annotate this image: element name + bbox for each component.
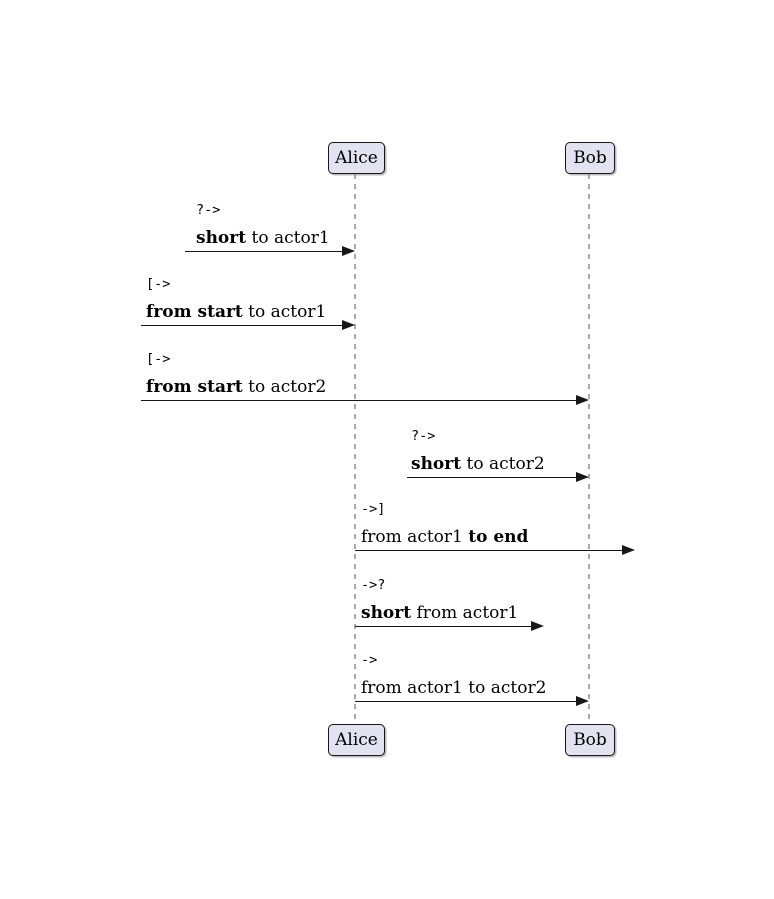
message-5-bold-part: to end <box>468 527 529 547</box>
message-1-arrowhead-icon <box>342 246 355 256</box>
actor-box-actor1-bottom: Alice <box>328 724 385 756</box>
message-3-arrowhead-icon <box>576 395 589 405</box>
message-5-arrowhead-icon <box>622 545 635 555</box>
message-6-bold-part: short <box>361 603 412 623</box>
message-3-bold-part: from start <box>146 377 243 397</box>
message-3-operator-label: [-> <box>146 351 171 367</box>
message-1-text-label: short to actor1 <box>196 228 330 248</box>
message-2-arrow-line <box>141 325 351 326</box>
message-6-operator-label: ->? <box>361 577 386 593</box>
message-7-arrowhead-icon <box>576 696 589 706</box>
message-7-plain-part: from actor1 to actor2 <box>361 678 547 698</box>
message-5-arrow-line <box>355 550 631 551</box>
message-4-text-label: short to actor2 <box>411 454 545 474</box>
actor-box-actor1-top: Alice <box>328 142 385 174</box>
message-5-operator-label: ->] <box>361 501 386 517</box>
actor-box-actor2-bottom: Bob <box>565 724 615 756</box>
message-1-bold-part: short <box>196 228 247 248</box>
message-2-arrowhead-icon <box>342 320 355 330</box>
message-5-plain-part: from actor1 <box>361 527 469 547</box>
actor-box-actor2-top: Bob <box>565 142 615 174</box>
message-4-arrowhead-icon <box>576 472 589 482</box>
message-7-text-label: from actor1 to actor2 <box>361 678 546 698</box>
message-7-operator-label: -> <box>361 652 378 668</box>
message-2-plain-part: to actor1 <box>242 302 327 322</box>
message-4-arrow-line <box>407 477 585 478</box>
message-2-operator-label: [-> <box>146 276 171 292</box>
message-1-plain-part: to actor1 <box>246 228 330 248</box>
message-6-arrow-line <box>355 626 540 627</box>
message-6-plain-part: from actor1 <box>411 603 519 623</box>
message-5-text-label: from actor1 to end <box>361 527 528 547</box>
message-3-text-label: from start to actor2 <box>146 377 326 397</box>
message-6-arrowhead-icon <box>531 621 544 631</box>
message-6-text-label: short from actor1 <box>361 603 518 623</box>
message-7-arrow-line <box>355 701 585 702</box>
message-1-arrow-line <box>185 251 351 252</box>
message-4-operator-label: ?-> <box>411 428 436 444</box>
message-1-operator-label: ?-> <box>196 202 221 218</box>
lifeline-actor1 <box>354 174 356 724</box>
message-2-bold-part: from start <box>146 302 243 322</box>
message-3-arrow-line <box>141 400 585 401</box>
message-4-bold-part: short <box>411 454 462 474</box>
message-4-plain-part: to actor2 <box>461 454 545 474</box>
message-2-text-label: from start to actor1 <box>146 302 326 322</box>
lifeline-actor2 <box>588 174 590 724</box>
message-3-plain-part: to actor2 <box>242 377 327 397</box>
